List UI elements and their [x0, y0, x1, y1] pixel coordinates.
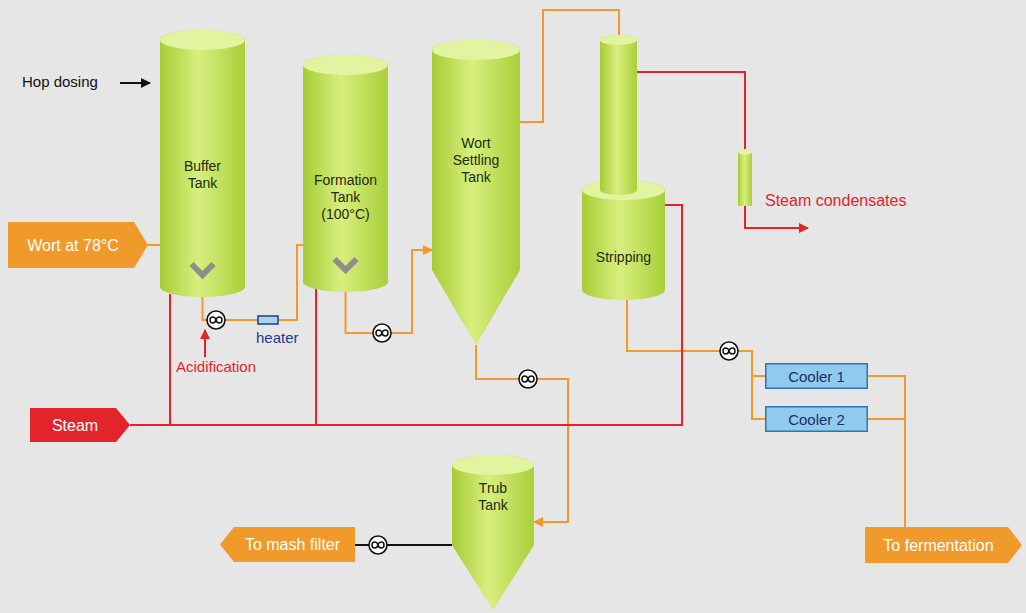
pump-glyph: [723, 348, 735, 354]
column-shaft: [600, 35, 637, 195]
pump-symbol: [369, 536, 387, 554]
condensate-line: [745, 206, 808, 228]
column-sump: [582, 180, 665, 300]
steam-tag: Steam: [30, 408, 130, 442]
tag-shape: [220, 527, 355, 562]
tank-body: [432, 40, 520, 345]
pump-symbol: [720, 342, 738, 360]
inlet-tag: Wort at 78°C: [8, 222, 148, 268]
pipe-line: [868, 419, 905, 527]
formation-tank: Formation Tank (100°C): [303, 55, 388, 292]
buffer-tank: Buffer Tank: [160, 30, 245, 297]
tank-label: Wort Settling Tank: [439, 135, 513, 186]
node-outline: [452, 455, 534, 610]
tank-top: [432, 40, 520, 60]
cooler-box: Cooler 1: [765, 363, 868, 389]
tank-top: [303, 55, 388, 75]
tank-top: [452, 455, 534, 475]
box-label: To mash filter: [245, 535, 340, 554]
tag-shape: [30, 408, 130, 442]
pump-glyph: [376, 330, 388, 336]
tag-shape: [865, 527, 1022, 563]
pipe-line: [868, 376, 905, 527]
box-shape: [766, 407, 868, 432]
column-top: [600, 35, 637, 45]
pump-body: [373, 324, 391, 342]
trub-tank: Trub Tank: [452, 455, 534, 610]
pump-symbol: [373, 324, 391, 342]
pump-glyph: [522, 376, 534, 382]
pump-symbol: [207, 311, 225, 329]
box-label: Wort at 78°C: [27, 236, 118, 255]
tank-body: [303, 55, 388, 292]
heater-symbol: [258, 316, 278, 324]
pipe-line: [130, 289, 316, 425]
tank-body: [160, 30, 245, 297]
condenser-body: [738, 152, 752, 206]
tank-body: [452, 455, 534, 610]
vapour-line: [637, 72, 745, 150]
pump-symbol: [519, 370, 537, 388]
node-outline: [432, 40, 520, 345]
annotation: Steam condensates: [765, 192, 906, 210]
pump-body: [720, 342, 738, 360]
tank-label: Formation Tank (100°C): [309, 172, 383, 223]
outlet-cone: [192, 264, 214, 275]
pump-glyph: [372, 542, 384, 548]
pipe-line: [627, 300, 765, 419]
pipe-line: [148, 244, 160, 246]
outlet-tag: To mash filter: [220, 527, 355, 562]
pump-body: [369, 536, 387, 554]
pump-body: [519, 370, 537, 388]
component-label: heater: [256, 329, 299, 346]
tag-shape: [8, 222, 148, 268]
pipe-line: [130, 294, 170, 425]
pipe-line: [627, 300, 765, 376]
box-label: Cooler 2: [788, 410, 845, 429]
box-label: Steam: [52, 416, 98, 435]
tank-label: Stripping: [584, 249, 664, 266]
annotation: Acidification: [176, 358, 256, 375]
box-label: To fermentation: [883, 536, 993, 555]
hop-dosing-arrow: [120, 82, 150, 84]
tank-label: Trub Tank: [463, 480, 523, 514]
condenser: [738, 149, 752, 206]
outlet-tag: To fermentation: [865, 527, 1022, 563]
settling-tank: Wort Settling Tank: [432, 40, 520, 345]
annotation: Hop dosing: [22, 73, 98, 90]
tank-label: Buffer Tank: [173, 158, 233, 192]
tank-top: [160, 30, 245, 50]
condenser-cap: [738, 149, 752, 155]
cooler-box: Cooler 2: [765, 406, 868, 432]
box-shape: [766, 364, 868, 389]
acidification-arrow: [204, 330, 206, 357]
box-label: Cooler 1: [788, 367, 845, 386]
stripping-column: Stripping: [582, 35, 665, 300]
pump-glyph: [210, 317, 222, 323]
outlet-cone: [335, 259, 357, 270]
pump-body: [207, 311, 225, 329]
